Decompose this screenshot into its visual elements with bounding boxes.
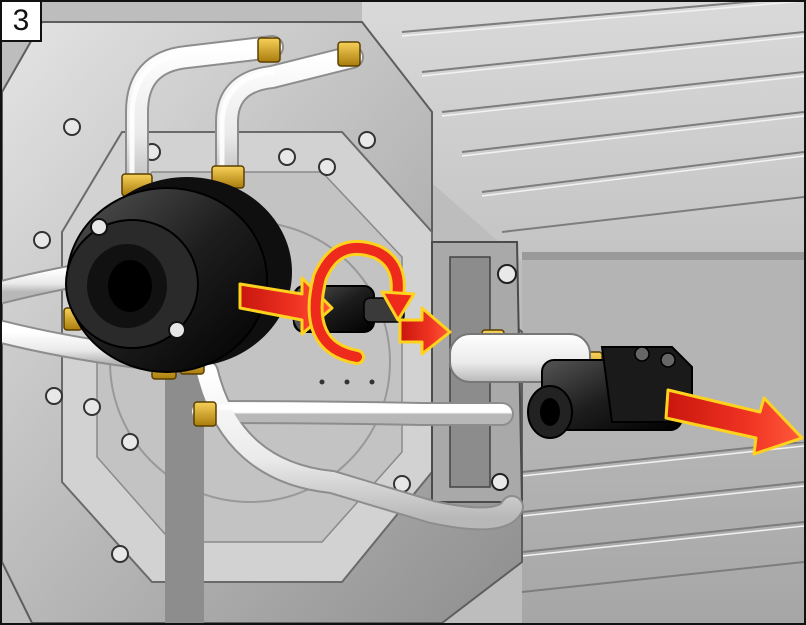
coolant-tubes	[2, 35, 524, 623]
step-number-label: 3	[2, 2, 42, 42]
arrow-right-icon	[398, 306, 452, 356]
arrow-right-icon	[664, 388, 804, 456]
coolant-manifold	[65, 177, 292, 373]
rotate-clockwise-arrow-icon	[307, 240, 416, 365]
